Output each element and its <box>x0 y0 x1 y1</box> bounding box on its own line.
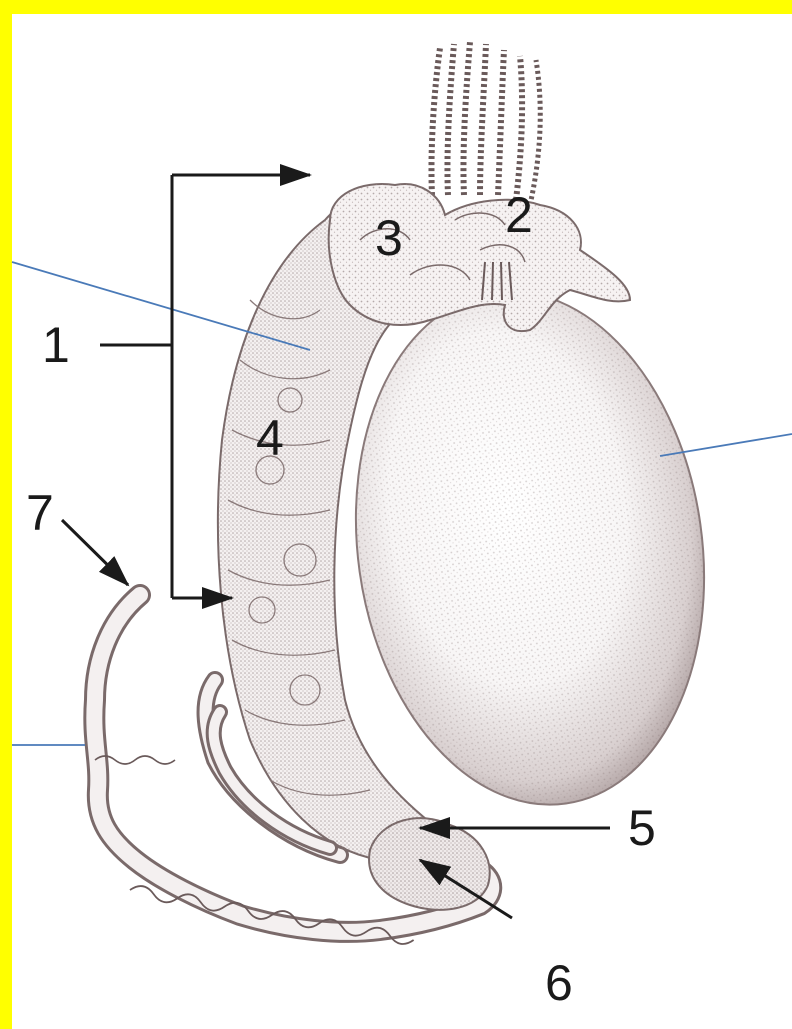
label-7: 7 <box>26 485 54 541</box>
label-2: 2 <box>505 187 533 243</box>
label-4: 4 <box>256 410 284 466</box>
label-1: 1 <box>42 317 70 373</box>
label-5: 5 <box>628 800 656 856</box>
label-6: 6 <box>545 955 573 1011</box>
label-3: 3 <box>375 210 403 266</box>
label-7-arrow <box>62 520 128 585</box>
spermatic-cord <box>431 42 540 205</box>
